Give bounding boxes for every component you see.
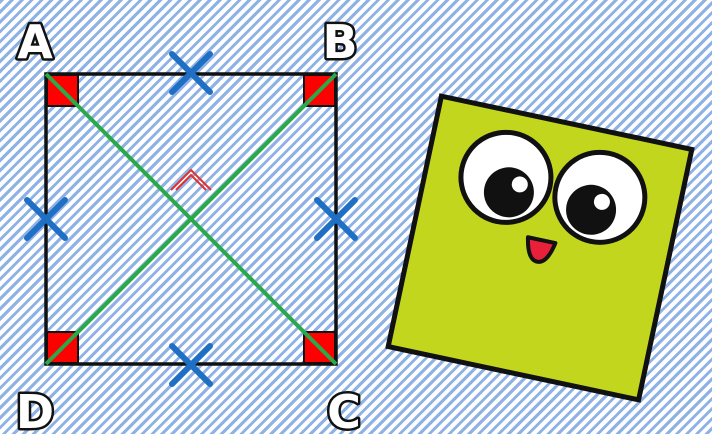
vertex-label-b: B xyxy=(322,15,357,69)
perpendicular-mark-icon xyxy=(170,168,212,191)
tick-x-icon-top xyxy=(169,51,213,95)
character-left-eye xyxy=(458,129,554,225)
vertex-label-a: A xyxy=(17,15,53,69)
character-right-eye xyxy=(552,149,648,245)
square-character-icon xyxy=(385,93,695,403)
diagonal-bd xyxy=(44,72,338,366)
character-mouth xyxy=(525,235,558,264)
tick-x-icon-left xyxy=(24,197,68,241)
tick-x-icon-bottom xyxy=(169,343,213,387)
vertex-label-d: D xyxy=(16,385,54,434)
vertex-label-c: C xyxy=(327,385,361,434)
tick-x-icon-right xyxy=(314,197,358,241)
